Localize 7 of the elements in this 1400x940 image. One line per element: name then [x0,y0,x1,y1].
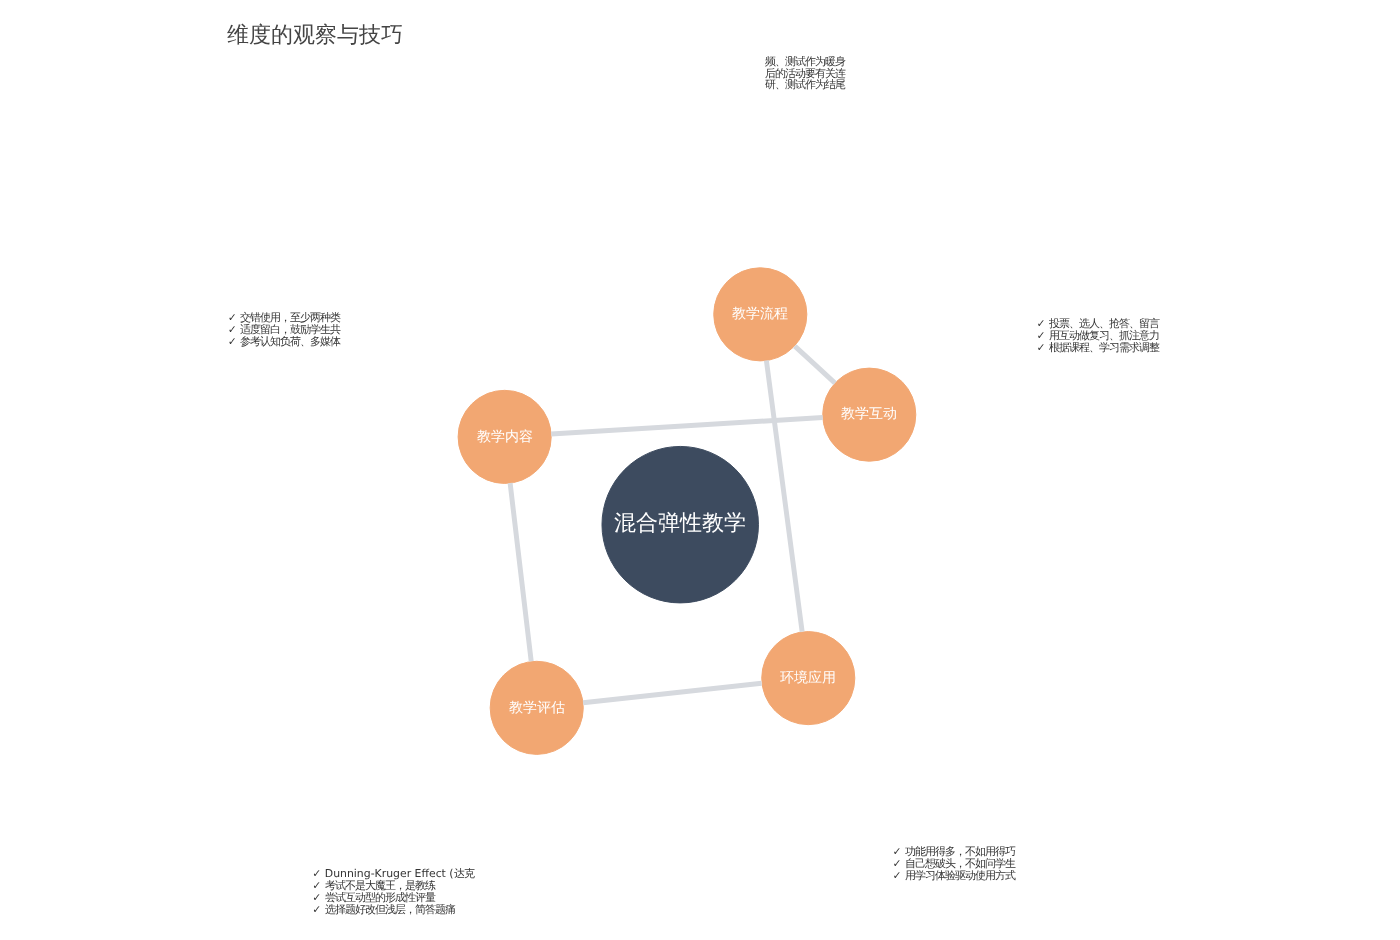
connector [507,482,534,662]
connector [793,344,837,385]
connector [763,360,805,632]
connector [551,415,823,437]
connector [582,680,762,706]
node-circle: 混合弹性教学 [601,445,759,604]
diagram-title: 维度的观察与技巧 [226,21,403,48]
